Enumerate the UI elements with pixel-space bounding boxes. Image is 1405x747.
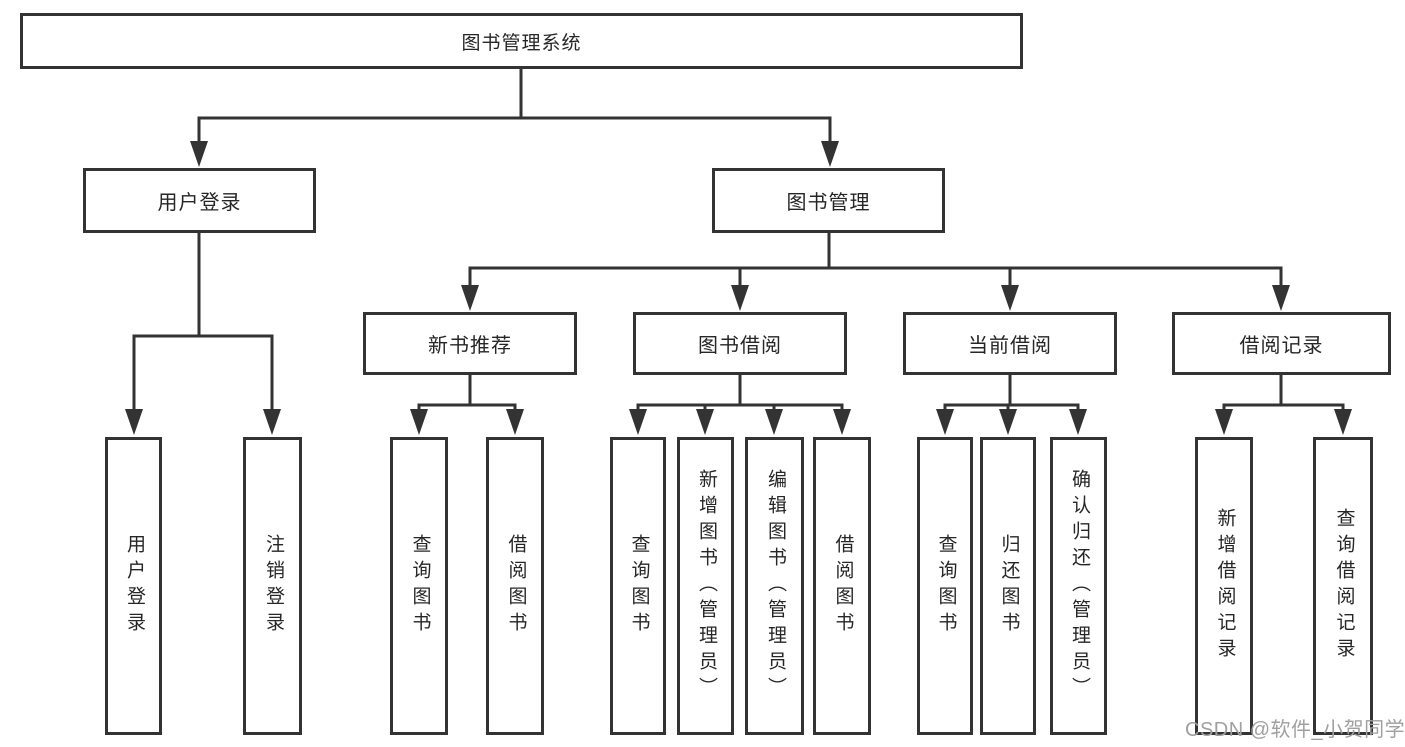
leaf-query-borrow-record-label: 查询借阅记录 <box>1333 508 1355 664</box>
leaf-query-books-borrow: 查询图书 <box>610 437 666 735</box>
leaf-add-book-admin-label: 新增图书（管理员） <box>695 469 717 703</box>
node-book-management: 图书管理 <box>712 168 945 233</box>
node-current-borrowing: 当前借阅 <box>903 312 1117 375</box>
leaf-borrow-books-recommend-label: 借阅图书 <box>505 534 527 638</box>
node-book-management-label: 图书管理 <box>786 192 871 214</box>
node-book-borrowing: 图书借阅 <box>633 312 847 375</box>
leaf-query-books-recommend-label: 查询图书 <box>409 534 431 638</box>
leaf-query-books-current-label: 查询图书 <box>935 534 957 638</box>
node-new-book-recommendation-label: 新书推荐 <box>428 335 512 357</box>
node-root: 图书管理系统 <box>20 13 1023 69</box>
node-new-book-recommendation: 新书推荐 <box>363 312 577 375</box>
leaf-user-login-label: 用户登录 <box>123 534 145 638</box>
leaf-logout-label: 注销登录 <box>262 534 284 638</box>
leaf-edit-book-admin: 编辑图书（管理员） <box>745 437 804 735</box>
leaf-borrow-books-label: 借阅图书 <box>832 534 854 638</box>
leaf-add-book-admin: 新增图书（管理员） <box>677 437 734 735</box>
leaf-edit-book-admin-label: 编辑图书（管理员） <box>764 469 786 703</box>
leaf-add-borrow-record: 新增借阅记录 <box>1195 437 1253 735</box>
leaf-query-books-recommend: 查询图书 <box>390 437 448 735</box>
leaf-query-books-borrow-label: 查询图书 <box>628 534 650 638</box>
leaf-user-login: 用户登录 <box>105 437 162 735</box>
node-current-borrowing-label: 当前借阅 <box>968 335 1052 357</box>
node-user-login: 用户登录 <box>83 168 316 233</box>
leaf-borrow-books: 借阅图书 <box>813 437 871 735</box>
leaf-borrow-books-recommend: 借阅图书 <box>486 437 544 735</box>
leaf-return-books-label: 归还图书 <box>998 534 1020 638</box>
leaf-return-books: 归还图书 <box>980 437 1036 735</box>
leaf-query-borrow-record: 查询借阅记录 <box>1313 437 1373 735</box>
leaf-logout: 注销登录 <box>243 437 302 735</box>
leaf-confirm-return-admin: 确认归还（管理员） <box>1050 437 1107 735</box>
node-root-label: 图书管理系统 <box>461 32 582 54</box>
leaf-query-books-current: 查询图书 <box>917 437 973 735</box>
leaf-add-borrow-record-label: 新增借阅记录 <box>1214 508 1236 664</box>
node-borrowing-records-label: 借阅记录 <box>1239 335 1324 357</box>
csdn-watermark: CSDN @软件_小贺同学 <box>1185 719 1405 741</box>
leaf-confirm-return-admin-label: 确认归还（管理员） <box>1068 469 1090 703</box>
node-borrowing-records: 借阅记录 <box>1172 312 1391 375</box>
node-user-login-label: 用户登录 <box>157 192 242 214</box>
node-book-borrowing-label: 图书借阅 <box>698 335 782 357</box>
